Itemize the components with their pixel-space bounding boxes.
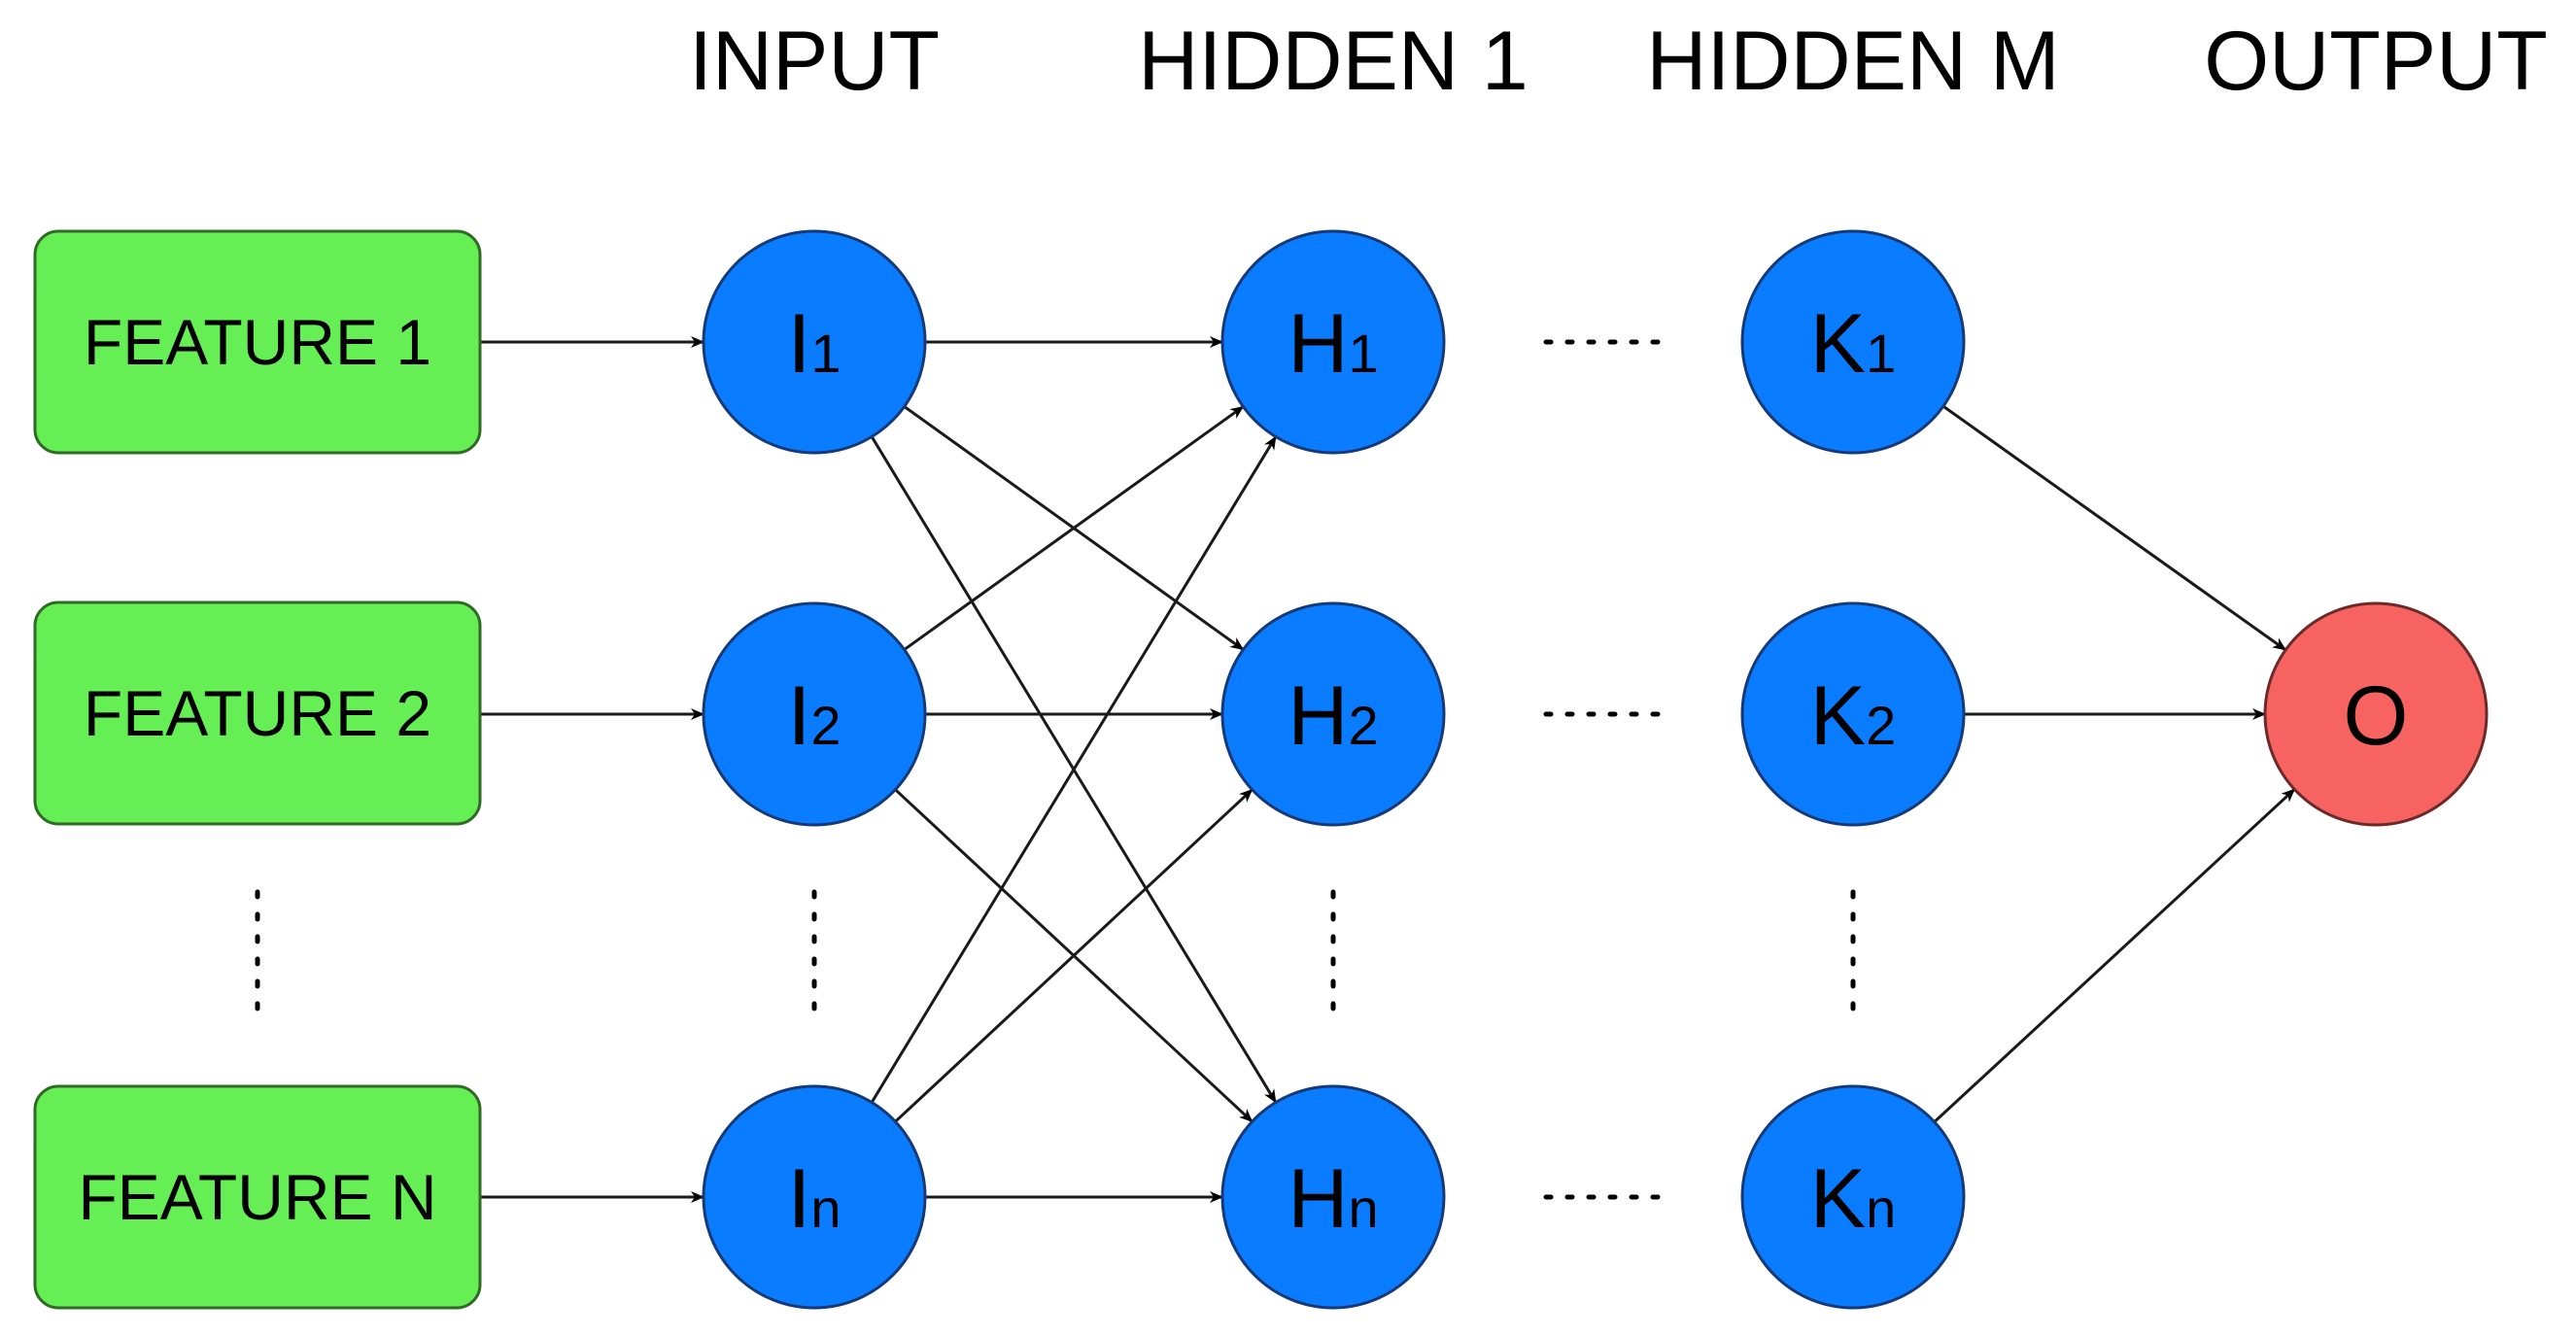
feature-box-1: FEATURE 1 [33, 229, 482, 455]
header-hidden-m: HIDDEN M [1646, 15, 2059, 108]
svg-text:H2: H2 [1288, 669, 1378, 763]
hiddenM-node-1-letter: K [1810, 297, 1866, 391]
hiddenM-node-2: K2 [1740, 601, 1966, 827]
svg-text:K2: K2 [1810, 669, 1897, 763]
hiddenM-node-2-letter: K [1810, 669, 1866, 763]
hiddenM-node-1: K1 [1740, 229, 1966, 455]
svg-text:I1: I1 [787, 297, 841, 391]
edge-input-n-to-hidden1-2 [894, 788, 1254, 1123]
output-node: O [2263, 601, 2489, 827]
feature-box-n: FEATURE N [33, 1084, 482, 1310]
header-input: INPUT [689, 15, 940, 108]
edge-input-n-to-hidden1-1 [870, 435, 1278, 1104]
input-node-n-letter: I [787, 1152, 810, 1246]
hidden1-node-n-sub: n [1348, 1178, 1378, 1239]
feature-label-2: FEATURE 2 [84, 677, 431, 749]
hiddenM-node-2-sub: 2 [1866, 695, 1896, 756]
hidden1-node-n-letter: H [1288, 1152, 1348, 1246]
hidden1-node-1-sub: 1 [1348, 323, 1378, 384]
hidden1-node-2: H2 [1220, 601, 1446, 827]
input-node-n-sub: n [810, 1178, 841, 1239]
feature-label-n: FEATURE N [78, 1161, 436, 1233]
svg-text:Hn: Hn [1288, 1152, 1378, 1246]
input-node-2: I2 [702, 601, 927, 827]
input-node-n: In [702, 1084, 927, 1310]
hiddenM-node-1-sub: 1 [1866, 323, 1896, 384]
input-node-2-sub: 2 [810, 695, 841, 756]
hidden1-node-1-letter: H [1288, 297, 1348, 391]
edge-input-2-to-hidden1-1 [903, 405, 1245, 651]
hiddenM-node-n-sub: n [1866, 1178, 1896, 1239]
svg-text:I2: I2 [787, 669, 841, 763]
svg-text:H1: H1 [1288, 297, 1378, 391]
input-node-2-letter: I [787, 669, 810, 763]
feature-box-2: FEATURE 2 [33, 600, 482, 826]
svg-text:Kn: Kn [1810, 1152, 1897, 1246]
header-output: OUTPUT [2204, 15, 2548, 108]
output-node-label: O [2344, 669, 2409, 763]
hidden1-node-2-sub: 2 [1348, 695, 1378, 756]
header-hidden-1: HIDDEN 1 [1138, 15, 1528, 108]
input-node-1-letter: I [787, 297, 810, 391]
svg-text:K1: K1 [1810, 297, 1897, 391]
hidden1-node-n: Hn [1220, 1084, 1446, 1310]
hidden1-node-2-letter: H [1288, 669, 1348, 763]
hidden1-node-1: H1 [1220, 229, 1446, 455]
hiddenM-node-n: Kn [1740, 1084, 1966, 1310]
input-node-1: I1 [702, 229, 927, 455]
svg-text:In: In [787, 1152, 841, 1246]
input-node-1-sub: 1 [810, 323, 841, 384]
edge-hiddenM-n-to-output [1933, 788, 2296, 1123]
hiddenM-node-n-letter: K [1810, 1152, 1866, 1246]
connection-edges [480, 336, 2296, 1203]
feature-label-1: FEATURE 1 [84, 306, 431, 378]
edge-hiddenM-1-to-output [1942, 404, 2286, 652]
